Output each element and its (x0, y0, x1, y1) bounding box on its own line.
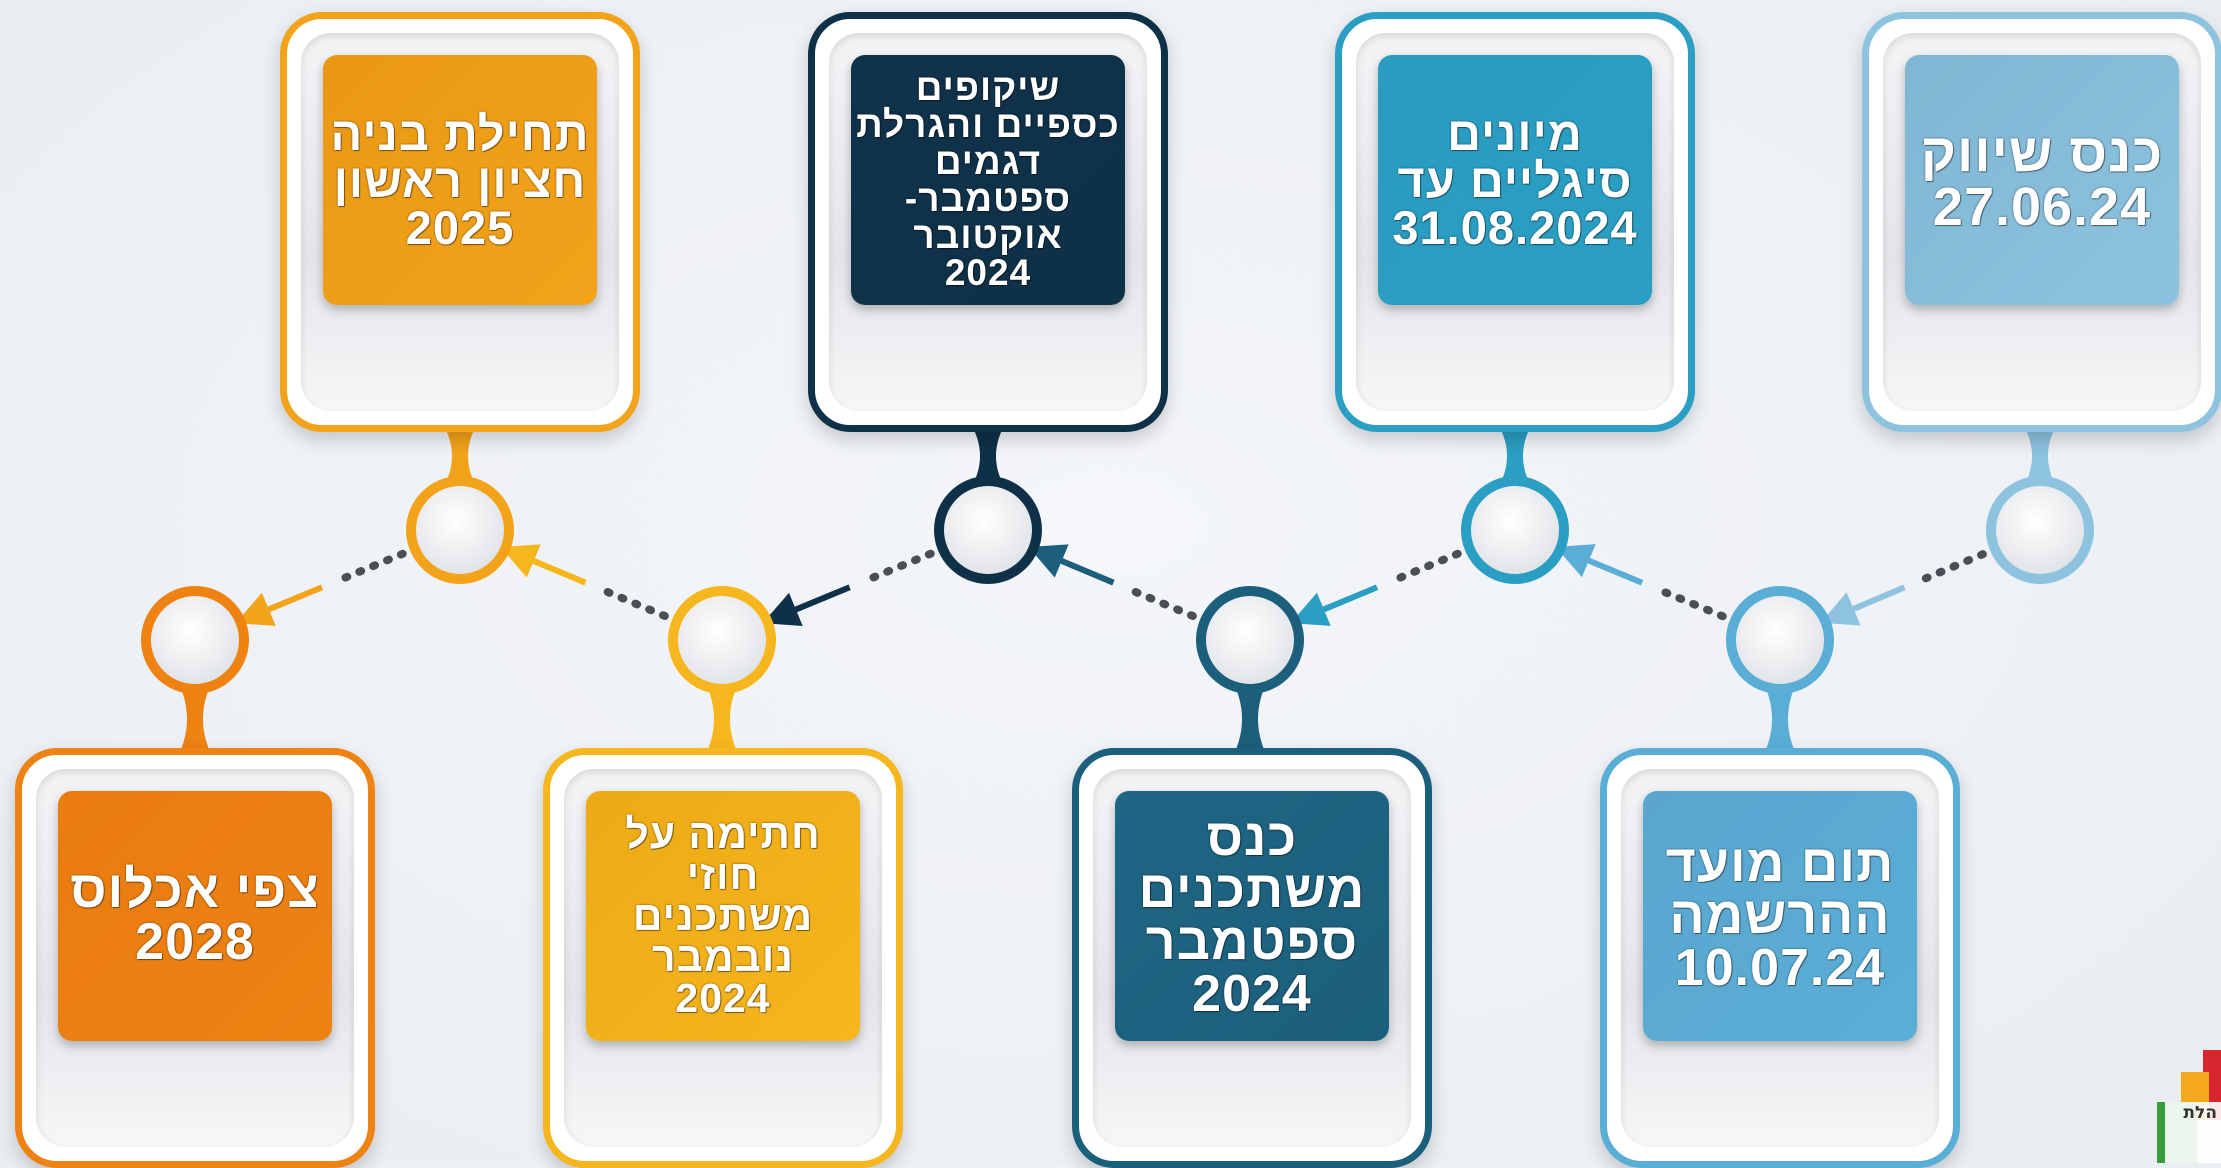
step-node (416, 486, 504, 574)
step-node (678, 596, 766, 684)
timeline-step-7: תחילת בניה חציון ראשון 2025 (280, 12, 640, 432)
direction-arrow (1028, 544, 1115, 586)
dotted-connector (1651, 584, 1727, 621)
step-label: כנס משתכנים ספטמבר 2024 (1115, 791, 1389, 1041)
step-stem (1499, 426, 1531, 486)
step-node (944, 486, 1032, 574)
timeline-step-6: חתימה על חוזי משתכנים נובמבר 2024 (543, 748, 903, 1168)
step-label: חתימה על חוזי משתכנים נובמבר 2024 (586, 791, 860, 1041)
direction-arrow (762, 584, 851, 627)
dotted-connector (858, 549, 935, 586)
dotted-connector (1913, 550, 1987, 586)
dotted-connector (594, 584, 669, 620)
timeline-step-5: שיקופים כספיים והגרלת דגמים ספטמבר- אוקט… (808, 12, 1168, 432)
direction-arrow (235, 584, 324, 626)
step-node (1996, 486, 2084, 574)
organization-logo: הלת (2157, 1050, 2221, 1163)
step-stem (706, 684, 738, 754)
direction-arrow (1290, 584, 1379, 626)
step-node (1471, 486, 1559, 574)
step-label: שיקופים כספיים והגרלת דגמים ספטמבר- אוקט… (851, 55, 1125, 305)
timeline-step-3: מיונים סיגליים עד 31.08.2024 (1335, 12, 1695, 432)
direction-arrow (500, 544, 587, 586)
dotted-connector (1386, 549, 1462, 586)
timeline-step-1: כנס שיווק 27.06.24 (1862, 12, 2221, 432)
timeline-step-4: כנס משתכנים ספטמבר 2024 (1072, 748, 1432, 1168)
step-label: מיונים סיגליים עד 31.08.2024 (1378, 55, 1652, 305)
direction-arrow (1555, 544, 1644, 586)
step-stem (2024, 426, 2056, 486)
timeline-step-2: תום מועד ההרשמה 10.07.24 (1600, 748, 1960, 1168)
step-node (1206, 596, 1294, 684)
timeline-step-8: צפי אכלוס 2028 (15, 748, 375, 1168)
step-stem (1234, 684, 1266, 754)
dotted-connector (1122, 584, 1197, 620)
step-stem (179, 684, 211, 754)
step-stem (972, 426, 1004, 486)
step-node (1736, 596, 1824, 684)
step-stem (444, 426, 476, 486)
step-label: צפי אכלוס 2028 (58, 791, 332, 1041)
step-label: תחילת בניה חציון ראשון 2025 (323, 55, 597, 305)
step-label: תום מועד ההרשמה 10.07.24 (1643, 791, 1917, 1041)
step-label: כנס שיווק 27.06.24 (1905, 55, 2179, 305)
direction-arrow (1820, 584, 1906, 626)
logo-text: הלת (2183, 1103, 2217, 1123)
step-stem (1764, 684, 1796, 754)
step-node (151, 596, 239, 684)
dotted-connector (331, 549, 407, 586)
